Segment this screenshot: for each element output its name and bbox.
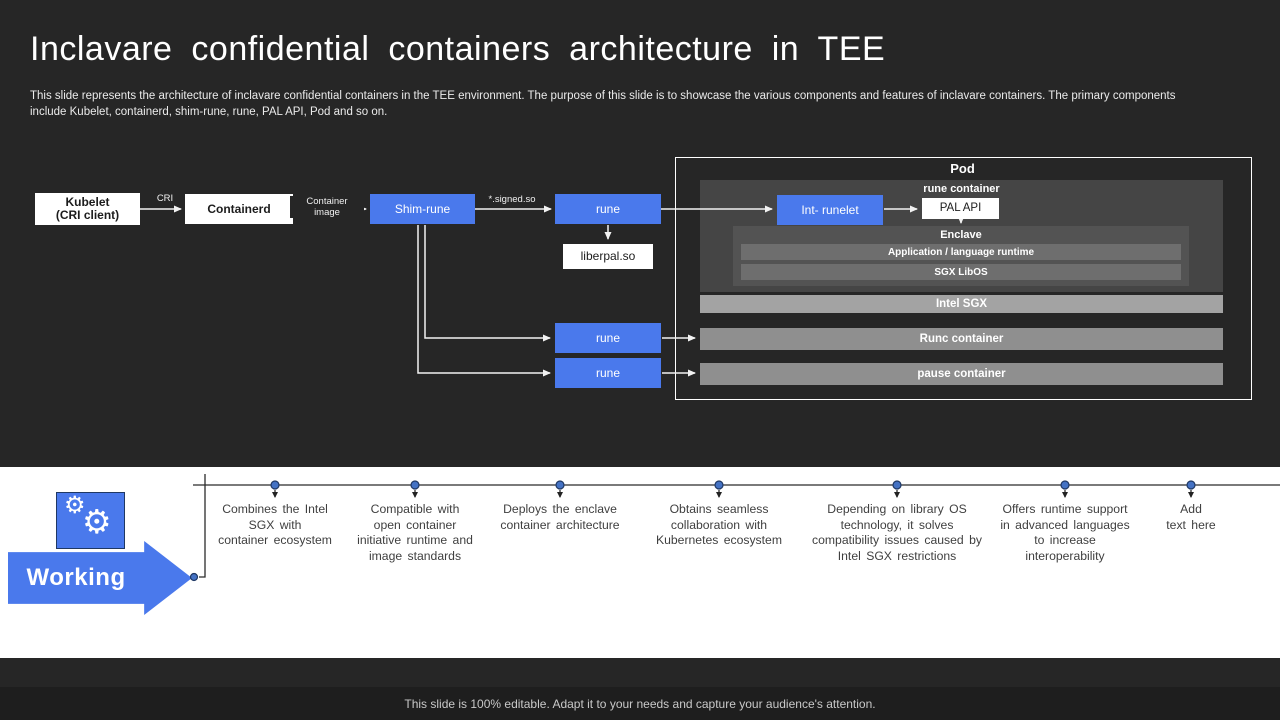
timeline-item-1: Combines the Intel SGX with container ec… [218, 502, 332, 547]
pod-container [675, 157, 1252, 400]
node-rune-runc: rune [555, 323, 661, 353]
sgx-libos-bar: SGX LibOS [741, 264, 1181, 280]
node-rune-pause: rune [555, 358, 661, 388]
gear-icon: ⚙ [82, 503, 112, 540]
enclave-label: Enclave [940, 229, 982, 241]
timeline-item-4: Obtains seamless collaboration with Kube… [656, 502, 782, 547]
timeline-item-7: Add text here [1166, 502, 1216, 532]
node-shim-rune: Shim-rune [370, 194, 475, 224]
node-containerd: Containerd [185, 194, 293, 224]
page-title: Inclavare confidential containers archit… [30, 30, 886, 68]
node-int-runelet: Int- runelet [777, 195, 883, 225]
timeline-item-2: Compatible with open container initiativ… [357, 502, 473, 563]
runc-container-bar: Runc container [700, 328, 1223, 350]
timeline-item-6: Offers runtime support in advanced langu… [1000, 502, 1130, 563]
working-label: Working [26, 564, 126, 591]
gears-icon-box: ⚙ ⚙ [56, 492, 125, 549]
app-language-runtime-bar: Application / language runtime [741, 244, 1181, 260]
edge-label-signed-so: *.signed.so [477, 194, 547, 205]
node-rune-main: rune [555, 194, 661, 224]
timeline-band [0, 467, 1280, 658]
node-liberpal-so: liberpal.so [563, 244, 653, 269]
footer-bar: This slide is 100% editable. Adapt it to… [0, 687, 1280, 720]
intel-sgx-bar: Intel SGX [700, 295, 1223, 313]
edge-label-cri: CRI [148, 193, 182, 204]
gear-icon: ⚙ [64, 492, 86, 519]
pause-container-bar: pause container [700, 363, 1223, 385]
node-pal-api: PAL API [922, 198, 999, 219]
footer-note: This slide is 100% editable. Adapt it to… [404, 696, 876, 711]
timeline-item-3: Deploys the enclave container architectu… [500, 502, 620, 532]
rune-container-label: rune container [923, 183, 1000, 195]
pod-label: Pod [950, 161, 975, 176]
node-kubelet: Kubelet (CRI client) [35, 193, 140, 225]
timeline-item-5: Depending on library OS technology, it s… [812, 502, 982, 563]
edge-label-container-image: Container image [290, 196, 364, 218]
slide-description: This slide represents the architecture o… [30, 90, 1176, 118]
